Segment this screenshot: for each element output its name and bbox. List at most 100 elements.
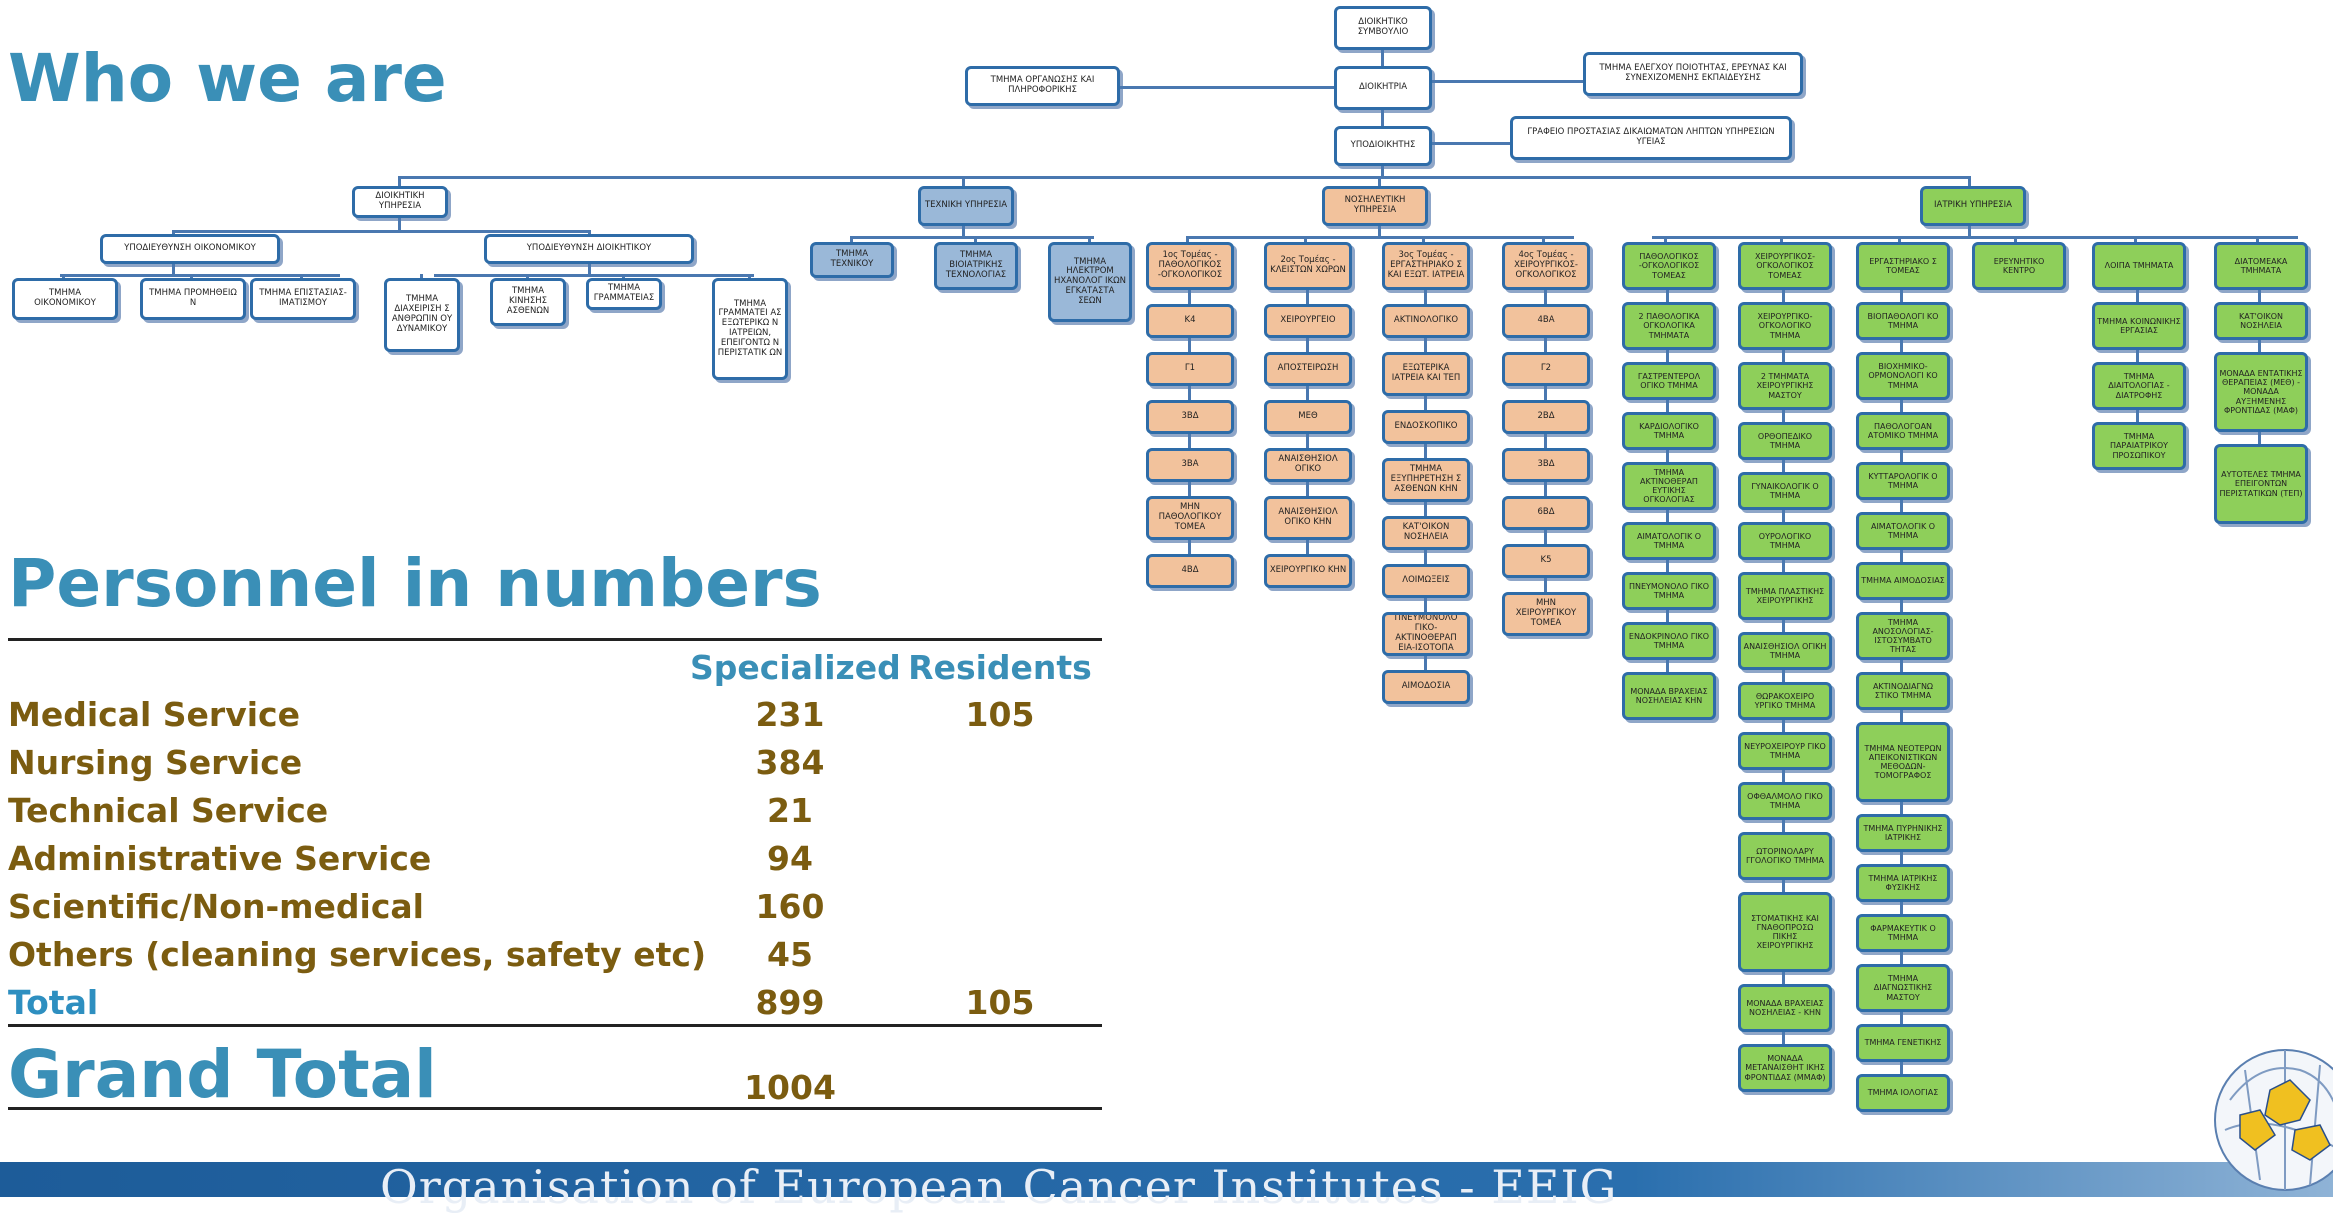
org-medical-unit-node: ΚΑΤ'ΟΙΚΟΝ ΝΟΣΗΛΕΙΑ [2214,302,2308,340]
connector-line [1782,350,1785,362]
connector-line [2136,410,2139,422]
connector-line [62,274,65,278]
connector-line [1544,578,1547,592]
org-nursing-unit-node: ΑΝΑΙΣΘΗΣΙΟΛ ΟΓΙΚΟ [1264,448,1352,482]
connector-line [1666,400,1669,412]
org-deputy-node: ΥΠΟΔΙΟΙΚΗΤΗΣ [1334,126,1432,166]
connector-line [1666,560,1669,572]
connector-line [962,176,965,186]
table-cell-specialized: 160 [755,887,825,926]
connector-line [1186,236,1189,242]
table-cell-specialized: 21 [767,791,813,830]
org-medical-sector-node: ΠΑΘΟΛΟΓΙΚΟΣ -ΟΓΚΟΛΟΓΙΚΟΣ ΤΟΜΕΑΣ [1622,242,1716,290]
connector-line [1424,338,1427,352]
connector-line [2256,236,2259,242]
connector-line [1544,386,1547,400]
org-it-dept-node: ΤΜΗΜΑ ΟΡΓΑΝΩΣΗΣ ΚΑΙ ΠΛΗΡΟΦΟΡΙΚΗΣ [965,66,1120,106]
connector-line [1188,434,1191,448]
org-nursing-unit-node: ΤΜΗΜΑ ΕΞΥΠΗΡΕΤΗΣΗ Σ ΑΣΘΕΝΩΝ ΚΗΝ [1382,458,1470,502]
col-specialized-header: Specialized [690,648,901,687]
connector-line [1782,880,1785,892]
connector-line [1188,540,1191,554]
org-medical-unit-node: ΤΜΗΜΑ ΑΚΤΙΝΟΘΕΡΑΠ ΕΥΤΙΚΗΣ ΟΓΚΟΛΟΓΙΑΣ [1622,462,1716,510]
org-nursing-unit-node: 3ΒΔ [1146,400,1234,434]
org-nursing-sector-node: 1ος Τομέας - ΠΑΘΟΛΟΓΙΚΟΣ -ΟΓΚΟΛΟΓΙΚΟΣ [1146,242,1234,290]
connector-line [1782,410,1785,422]
connector-line [962,226,965,236]
connector-line [1782,460,1785,472]
connector-line [1306,338,1309,352]
org-medical-unit-node: ΑΙΜΑΤΟΛΟΓΙΚ Ο ΤΜΗΜΑ [1622,522,1716,560]
connector-line [2258,432,2261,444]
connector-line [1666,290,1669,302]
grand-total-value: 1004 [744,1068,836,1107]
org-medical-unit-node: ΟΥΡΟΛΟΓΙΚΟ ΤΜΗΜΑ [1738,522,1832,560]
org-medical-unit-node: ΠΑΘΟΛΟΓΟΑΝ ΑΤΟΜΙΚΟ ΤΜΗΜΑ [1856,412,1950,450]
connector-line [1900,1062,1903,1074]
connector-line [1900,660,1903,672]
org-nursing-unit-node: 2ΒΔ [1502,400,1590,434]
connector-line [1424,598,1427,612]
connector-line [1968,226,1971,236]
connector-line [1381,110,1384,126]
org-finance-dept-node: ΤΜΗΜΑ ΟΙΚΟΝΟΜΙΚΟΥ [12,278,118,320]
connector-line [434,274,754,277]
connector-line [588,230,591,234]
org-nursing-unit-node: Κ4 [1146,304,1234,338]
connector-line [60,274,340,277]
connector-line [2258,290,2261,302]
org-admin-dept-node: ΤΜΗΜΑ ΓΡΑΜΜΑΤΕΙΑΣ [586,278,662,310]
connector-line [1188,290,1191,304]
org-finance-subdir-node: ΥΠΟΔΙΕΥΘΥΝΣΗ ΟΙΚΟΝΟΜΙΚΟΥ [100,234,280,264]
connector-line [1900,1012,1903,1024]
connector-line [172,264,175,274]
org-nursing-service-node: ΝΟΣΗΛΕΥΤΙΚΗ ΥΠΗΡΕΣΙΑ [1322,186,1428,226]
grand-total-label: Grand Total [8,1036,437,1113]
connector-line [1306,290,1309,304]
connector-line [420,274,423,278]
connector-line [1424,444,1427,458]
org-tech-dept-node: ΤΜΗΜΑ ΗΛΕΚΤΡΟΜ ΗΧΑΝΟΛΟΓ ΙΚΩΝ ΕΓΚΑΤΑΣΤΑ Σ… [1048,242,1132,322]
org-tech-service-node: ΤΕΧΝΙΚΗ ΥΠΗΡΕΣΙΑ [918,186,1014,226]
connector-line [850,236,853,242]
connector-line [1424,550,1427,564]
org-management-node: ΔΙΟΙΚΗΤΡΙΑ [1334,66,1432,110]
connector-line [1900,902,1903,914]
org-medical-unit-node: ΒΙΟΧΗΜΙΚΟ-ΟΡΜΟΝΟΛΟΓΙ ΚΟ ΤΜΗΜΑ [1856,352,1950,400]
org-medical-unit-node: ΓΑΣΤΡΕΝΤΕΡΟΛ ΟΓΙΚΟ ΤΜΗΜΑ [1622,362,1716,400]
org-nursing-unit-node: ΚΑΤ'ΟΙΚΟΝ ΝΟΣΗΛΕΙΑ [1382,516,1470,550]
org-medical-unit-node: ΜΟΝΑΔΑ ΕΝΤΑΤΙΚΗΣ ΘΕΡΑΠΕΙΑΣ (ΜΕΘ) - ΜΟΝΑΔ… [2214,352,2308,432]
org-nursing-unit-node: Γ1 [1146,352,1234,386]
org-medical-unit-node: ΩΤΟΡΙΝΟΛΑΡΥ ΓΓΟΛΟΓΙΚΟ ΤΜΗΜΑ [1738,832,1832,880]
org-medical-unit-node: 2 ΤΜΗΜΑΤΑ ΧΕΙΡΟΥΡΓΙΚΗΣ ΜΑΣΤΟΥ [1738,362,1832,410]
connector-line [1188,386,1191,400]
connector-line [398,218,401,230]
connector-line [1666,450,1669,462]
connector-line [398,176,1968,179]
connector-line [1782,820,1785,832]
connector-line [1900,400,1903,412]
org-admin-dept-node: ΤΜΗΜΑ ΓΡΑΜΜΑΤΕΙ ΑΣ ΕΞΩΤΕΡΙΚΩ Ν ΙΑΤΡΕΙΩΝ,… [712,278,788,380]
connector-line [1424,656,1427,670]
oeci-globe-logo [2214,1049,2333,1191]
connector-line [1666,510,1669,522]
org-medical-unit-node: 2 ΠΑΘΟΛΟΓΙΚΑ ΟΓΚΟΛΟΓΙΚΑ ΤΜΗΜΑΤΑ [1622,302,1716,350]
org-medical-unit-node: ΤΜΗΜΑ ΠΥΡΗΝΙΚΗΣ ΙΑΤΡΙΚΗΣ [1856,814,1950,852]
org-nursing-unit-node: Κ5 [1502,544,1590,578]
org-nursing-unit-node: 3ΒΔ [1502,448,1590,482]
org-nursing-unit-node: ΜΗΝ ΠΑΘΟΛΟΓΙΚΟΥ ΤΟΜΕΑ [1146,496,1234,540]
org-medical-unit-node: ΠΝΕΥΜΟΝΟΛΟ ΓΙΚΟ ΤΜΗΜΑ [1622,572,1716,610]
connector-line [1898,236,1901,242]
org-medical-unit-node: ΧΕΙΡΟΥΡΓΙΚΟ-ΟΓΚΟΛΟΓΙΚΟ ΤΜΗΜΑ [1738,302,1832,350]
org-admin-service-node: ΔΙΟΙΚΗΤΙΚΗ ΥΠΗΡΕΣΙΑ [352,186,448,218]
org-medical-unit-node: ΚΥΤΤΑΡΟΛΟΓΙΚ Ο ΤΜΗΜΑ [1856,462,1950,500]
total-rule [8,1024,1102,1027]
connector-line [1542,236,1545,242]
org-quality-dept-node: ΤΜΗΜΑ ΕΛΕΓΧΟΥ ΠΟΙΟΤΗΤΑΣ, ΕΡΕΥΝΑΣ ΚΑΙ ΣΥΝ… [1583,52,1803,96]
connector-line [172,230,590,233]
connector-line [1432,80,1583,83]
org-medical-unit-node: ΣΤΟΜΑΤΙΚΗΣ ΚΑΙ ΓΝΑΘΟΠΡΟΣΩ ΠΙΚΗΣ ΧΕΙΡΟΥΡΓ… [1738,892,1832,972]
connector-line [1900,852,1903,864]
connector-line [1424,502,1427,516]
org-nursing-unit-node: ΜΗΝ ΧΕΙΡΟΥΡΓΙΚΟΥ ΤΟΜΕΑ [1502,592,1590,636]
